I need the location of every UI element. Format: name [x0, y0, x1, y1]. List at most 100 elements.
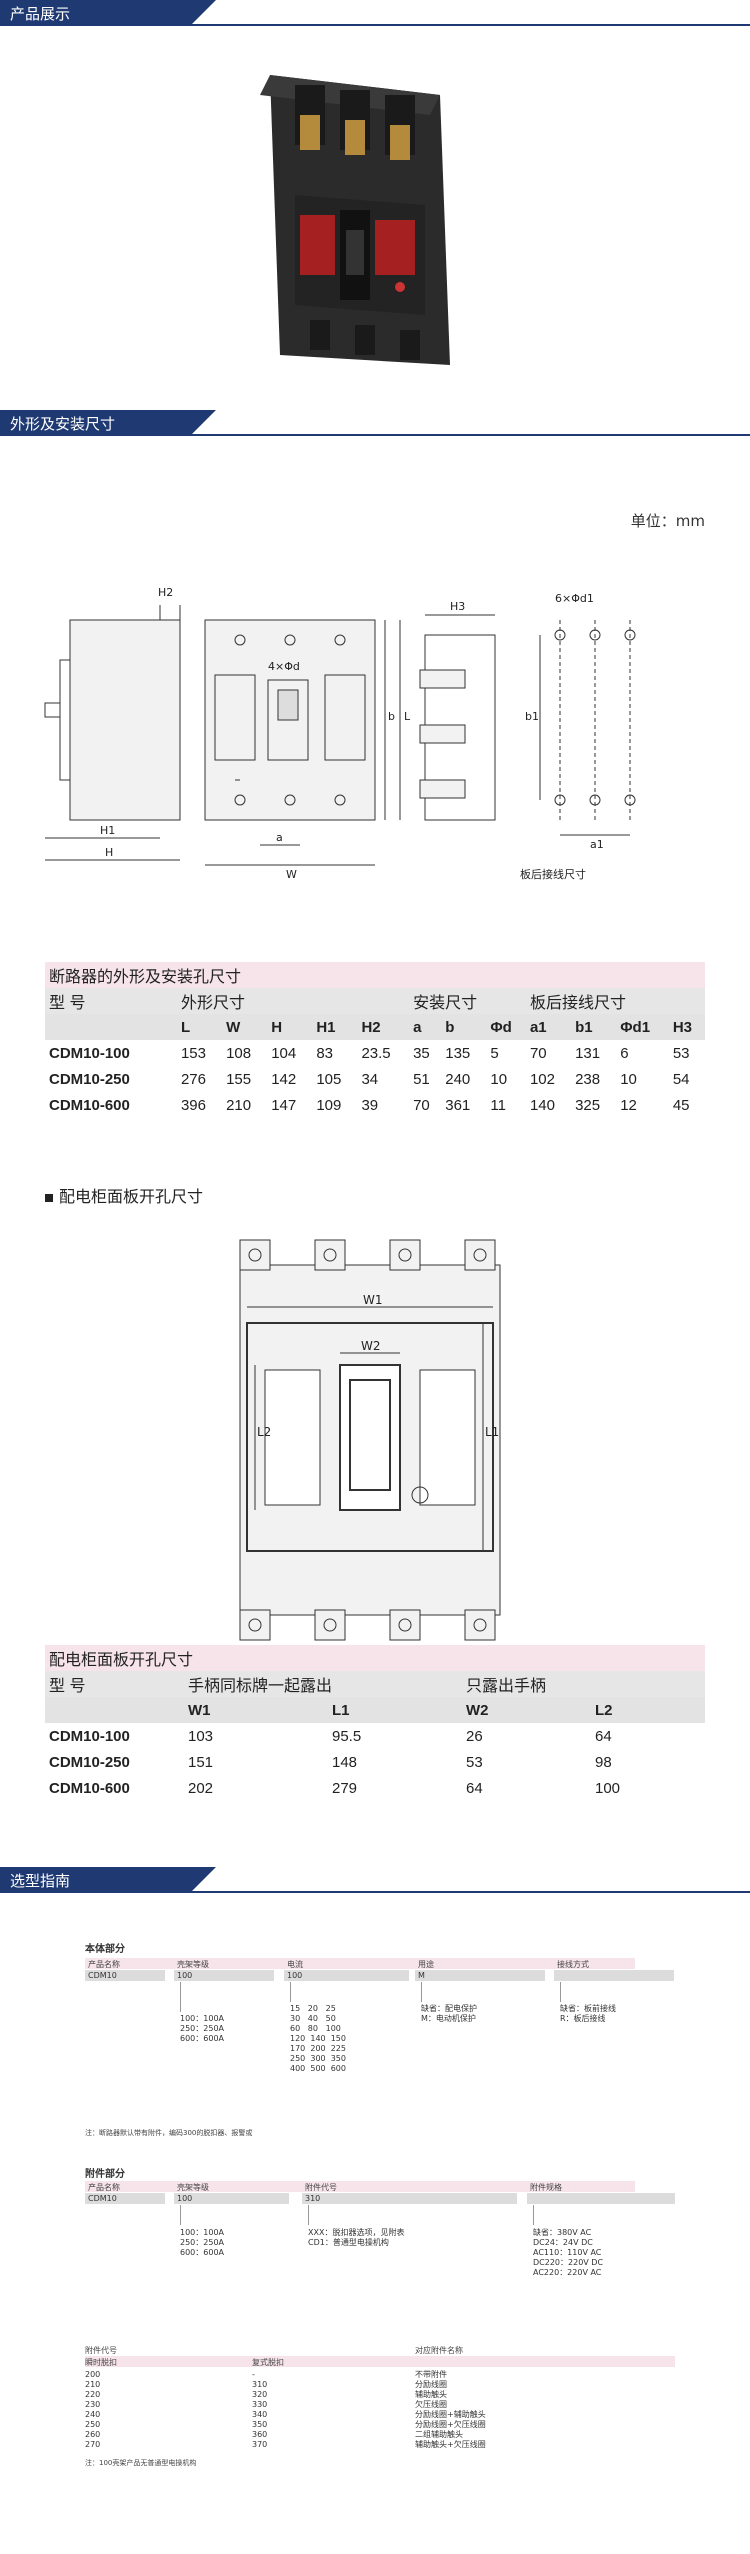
model-cell: CDM10-600: [49, 1096, 130, 1114]
value-cell: 396: [180, 1096, 206, 1114]
code-col-name: 不带附件 分励线圈 辅助触头 欠压线圈 分励线圈+辅助触头 分励线圈+欠压线圈 …: [415, 2370, 486, 2449]
body-header: 壳架等级: [177, 1960, 209, 1969]
col-header: Φd1: [616, 1014, 669, 1040]
value-cell: 140: [529, 1096, 555, 1114]
value-cell: 103: [188, 1727, 214, 1745]
value-cell: 131: [575, 1044, 601, 1062]
section-header-product: 产品展示: [0, 0, 750, 26]
value-cell: 10: [620, 1070, 637, 1088]
body-header: 用途: [418, 1960, 434, 1969]
code-table-header: 附件代号: [85, 2346, 117, 2355]
body-header: 接线方式: [557, 1960, 589, 1969]
value-cell: 276: [180, 1070, 206, 1088]
product-photo: [200, 55, 520, 375]
wiring-options: 缺省：板前接线 R：板后接线: [560, 2004, 616, 2023]
value-cell: 148: [332, 1753, 358, 1771]
value-cell: 12: [620, 1096, 637, 1114]
acc-header: 产品名称: [88, 2183, 120, 2192]
section-header-selection: 选型指南: [0, 1867, 750, 1893]
table-row: CDM10-100 153 108 104 83 23.5 35 135 5 7…: [45, 1040, 705, 1066]
label-l: L: [404, 710, 411, 723]
col-header: L1: [328, 1697, 462, 1723]
table-title: 断路器的外形及安装孔尺寸: [45, 962, 705, 988]
value-cell: 102: [529, 1070, 555, 1088]
value-cell: 64: [466, 1779, 483, 1797]
body-value: CDM10: [85, 1970, 165, 1981]
group-outline: 外形尺寸: [176, 988, 410, 1014]
col-header: a: [409, 1014, 442, 1040]
model-cell: CDM10-100: [49, 1727, 130, 1745]
section-header-dimensions: 外形及安装尺寸: [0, 410, 750, 436]
acc-header: 壳架等级: [177, 2183, 209, 2192]
value-cell: 83: [316, 1044, 334, 1062]
acc-code-options: XXX：脱扣器选项，见附表 CD1：普通型电操机构: [308, 2228, 405, 2247]
body-value: M: [415, 1970, 545, 1981]
label-h2: H2: [158, 586, 174, 599]
label-h3: H3: [450, 600, 466, 613]
value-cell: 53: [672, 1044, 690, 1062]
table-row: CDM10-600 396 210 147 109 39 70 361 11 1…: [45, 1092, 705, 1118]
label-a1: a1: [590, 838, 604, 851]
value-cell: 70: [529, 1044, 547, 1062]
acc-spec-options: 缺省：380V AC DC24：24V DC AC110：110V AC DC2…: [533, 2228, 604, 2277]
table-row: CDM10-600 202 279 64 100: [45, 1775, 705, 1801]
selection-guide: 本体部分 产品名称 壳架等级 电流 用途 接线方式 CDM10 100 100 …: [85, 1940, 685, 2520]
acc-value: [527, 2193, 675, 2204]
breaker-dimension-drawing: H2 H1 H 4×Φd b L a W H3 6×Φd1 b1 a1 板后接线…: [40, 580, 710, 890]
value-cell: 240: [445, 1070, 471, 1088]
col-header: H1: [312, 1014, 358, 1040]
code-table-subheader: 瞬时脱扣: [85, 2358, 117, 2367]
code-table-subheader: 复式脱扣: [252, 2358, 284, 2367]
table-title: 配电柜面板开孔尺寸: [45, 1645, 705, 1671]
value-cell: 95.5: [332, 1727, 362, 1745]
value-cell: 11: [490, 1096, 506, 1114]
body-note: 注：断路器默认带有附件，编码300的脱扣器、报警或: [85, 2129, 253, 2137]
dimension-table: 断路器的外形及安装孔尺寸 型 号 外形尺寸 安装尺寸 板后接线尺寸 L W H …: [45, 962, 705, 1118]
use-options: 缺省：配电保护 M：电动机保护: [421, 2004, 477, 2023]
value-cell: 361: [445, 1096, 471, 1114]
col-header: W2: [462, 1697, 591, 1723]
value-cell: 142: [271, 1070, 297, 1088]
model-cell: CDM10-100: [49, 1044, 130, 1062]
model-cell: CDM10-250: [49, 1753, 130, 1771]
value-cell: 23.5: [361, 1044, 391, 1062]
value-cell: 98: [595, 1753, 612, 1771]
value-cell: 100: [595, 1779, 621, 1797]
section-title: 外形及安装尺寸: [10, 415, 116, 433]
acc-header: 附件规格: [530, 2183, 562, 2192]
panel-cutout-drawing: W1 W2 L1 L2: [235, 1235, 505, 1645]
value-cell: 64: [595, 1727, 612, 1745]
label-w2: W2: [361, 1339, 381, 1353]
col-header: L: [176, 1014, 223, 1040]
value-cell: 238: [575, 1070, 601, 1088]
label-w: W: [286, 868, 297, 881]
value-cell: 202: [188, 1779, 214, 1797]
rear-wiring-caption: 板后接线尺寸: [520, 868, 586, 881]
label-l1: L1: [485, 1425, 500, 1439]
accessory-part-title: 附件部分: [85, 2169, 125, 2180]
table-group-row: 型 号 手柄同标牌一起露出 只露出手柄: [45, 1671, 705, 1697]
value-cell: 39: [361, 1096, 379, 1114]
value-cell: 5: [490, 1044, 499, 1062]
group-mounting: 安装尺寸: [409, 988, 526, 1014]
body-header: 产品名称: [88, 1960, 120, 1969]
section-title: 选型指南: [10, 1872, 71, 1890]
model-cell: CDM10-250: [49, 1070, 130, 1088]
bullet-square-icon: [45, 1193, 53, 1202]
body-value: [554, 1970, 674, 1981]
code-col-compound: - 310 320 330 340 350 360 370: [252, 2370, 268, 2449]
value-cell: 155: [226, 1070, 252, 1088]
col-header: b: [441, 1014, 487, 1040]
value-cell: 279: [332, 1779, 358, 1797]
label-w1: W1: [363, 1293, 383, 1307]
value-cell: 10: [490, 1070, 508, 1088]
value-cell: 104: [271, 1044, 297, 1062]
label-h1: H1: [100, 824, 116, 837]
label-4phid: 4×Φd: [268, 660, 300, 673]
acc-header: 附件代号: [305, 2183, 337, 2192]
label-h: H: [105, 846, 114, 859]
value-cell: 51: [413, 1070, 430, 1088]
group-model: 型 号: [45, 988, 177, 1014]
body-value: 100: [284, 1970, 409, 1981]
current-options: 15 20 25 30 40 50 60 80 100 120 140 150 …: [290, 2004, 346, 2073]
